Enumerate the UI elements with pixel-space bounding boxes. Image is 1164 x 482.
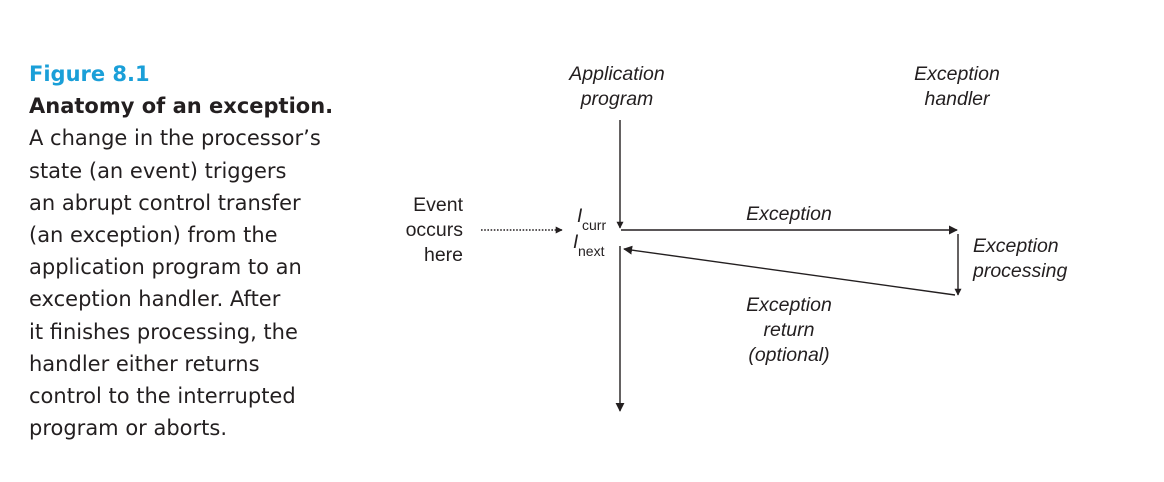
exception-return-label: (optional) <box>748 344 829 366</box>
caption-line: application program to an <box>29 255 302 280</box>
i-next-label: I <box>573 232 579 253</box>
figure-title: Anatomy of an exception. <box>29 94 334 119</box>
exception-label: Exception <box>746 203 832 225</box>
exception-return-arrow <box>623 245 956 296</box>
caption-line: state (an event) triggers <box>29 158 287 183</box>
caption-line: it finishes processing, the <box>29 319 298 344</box>
figure-number: Figure 8.1 <box>29 62 150 86</box>
event-label: Event <box>413 194 463 216</box>
caption-line: A change in the processor’s <box>29 126 321 151</box>
caption-line: handler either returns <box>29 351 260 376</box>
i-next-subscript: next <box>578 243 605 259</box>
caption-line: program or aborts. <box>29 416 228 441</box>
exception-return-label: return <box>764 319 815 341</box>
i-curr-label: I <box>577 206 583 227</box>
application-program-label: program <box>580 88 654 110</box>
event-label: occurs <box>406 219 464 241</box>
exception-handler-label: Exception <box>914 63 1000 85</box>
caption-line: (an exception) from the <box>29 223 278 248</box>
event-label: here <box>424 244 463 266</box>
exception-handler-label: handler <box>924 88 991 110</box>
exception-processing-label: Exception <box>973 235 1059 257</box>
exception-return-label: Exception <box>746 294 832 316</box>
caption-line: an abrupt control transfer <box>29 190 301 215</box>
caption-line: control to the interrupted <box>29 384 296 409</box>
application-program-label: Application <box>568 63 664 85</box>
caption-line: exception handler. After <box>29 287 281 312</box>
exception-processing-label: processing <box>972 260 1067 282</box>
i-curr-subscript: curr <box>582 217 606 233</box>
figure-caption: Figure 8.1 Anatomy of an exception. A ch… <box>29 58 349 444</box>
